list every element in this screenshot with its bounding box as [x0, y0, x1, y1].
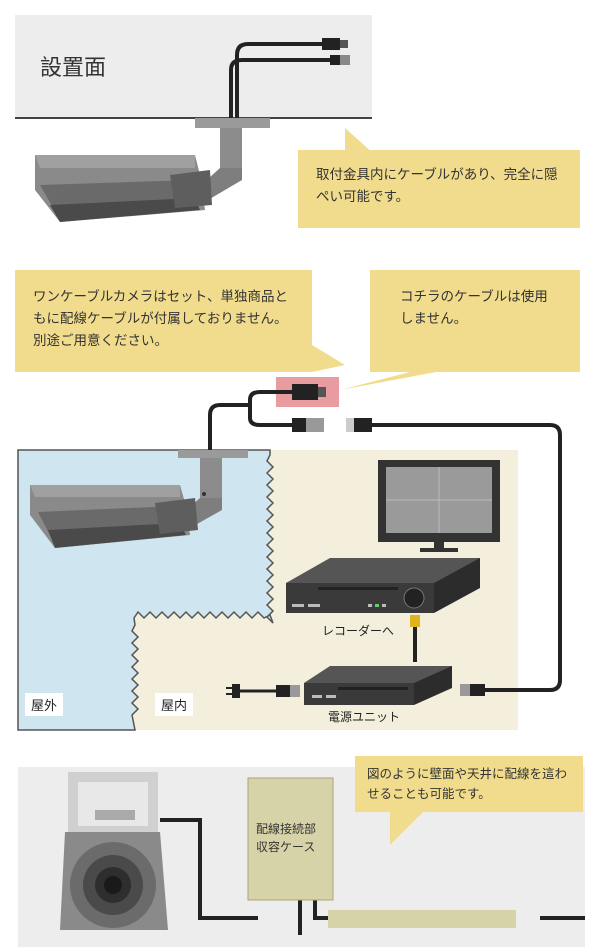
- callout-text: 図のように壁面や天井に配線を這わせることも可能です。: [367, 766, 568, 801]
- unused-cable-callout: コチラのケーブルは使用しません。: [370, 270, 580, 372]
- surface-routing-callout: 図のように壁面や天井に配線を這わせることも可能です。: [355, 756, 583, 812]
- junction-box-label: 配線接続部 収容ケース: [256, 822, 317, 854]
- mounting-surface: [15, 15, 372, 119]
- concealed-cable-callout: 取付金具内にケーブルがあり、完全に隠ぺい可能です。: [298, 150, 580, 228]
- callout-text: コチラのケーブルは使用しません。: [400, 289, 548, 327]
- callout-text: ワンケーブルカメラはセット、単独商品ともに配線ケーブルが付属しておりません。別途…: [33, 289, 289, 349]
- cable-not-included-callout: ワンケーブルカメラはセット、単独商品ともに配線ケーブルが付属しておりません。別途…: [15, 270, 312, 372]
- outdoor-label: 屋外: [25, 693, 64, 716]
- callout-text: 取付金具内にケーブルがあり、完全に隠ぺい可能です。: [316, 167, 558, 205]
- recorder-label: レコーダーへ: [322, 624, 395, 638]
- power-unit-label: 電源ユニット: [328, 710, 401, 724]
- indoor-label: 屋内: [155, 693, 194, 716]
- surface-label: 設置面: [40, 56, 107, 81]
